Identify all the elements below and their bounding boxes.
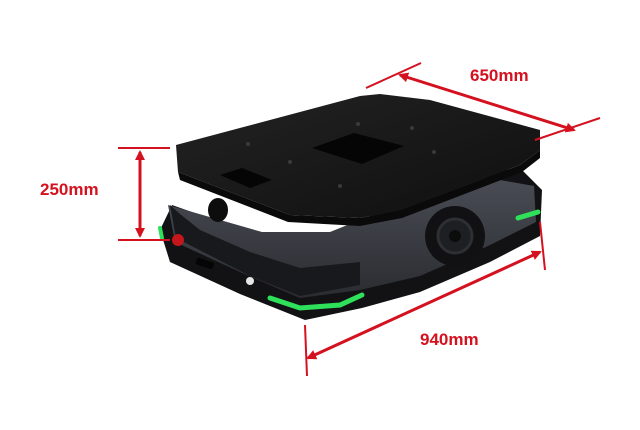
- width-label: 650mm: [470, 66, 529, 85]
- top-front-cutout: [220, 168, 272, 188]
- top-center-cutout: [312, 133, 404, 164]
- front-slot: [195, 257, 214, 270]
- agv-robot: [158, 94, 542, 320]
- stop-button: [172, 234, 184, 246]
- height-label: 250mm: [40, 180, 99, 199]
- control-knob: [208, 198, 228, 222]
- front-sensor: [246, 277, 254, 285]
- width-dimension: [365, 62, 601, 141]
- led-strip-side: [515, 209, 541, 221]
- length-dimension: [304, 221, 546, 377]
- top-plate-edge: [178, 150, 540, 226]
- length-label: 940mm: [420, 330, 479, 349]
- led-strip-corner: [158, 226, 164, 240]
- height-dimension: [118, 147, 170, 241]
